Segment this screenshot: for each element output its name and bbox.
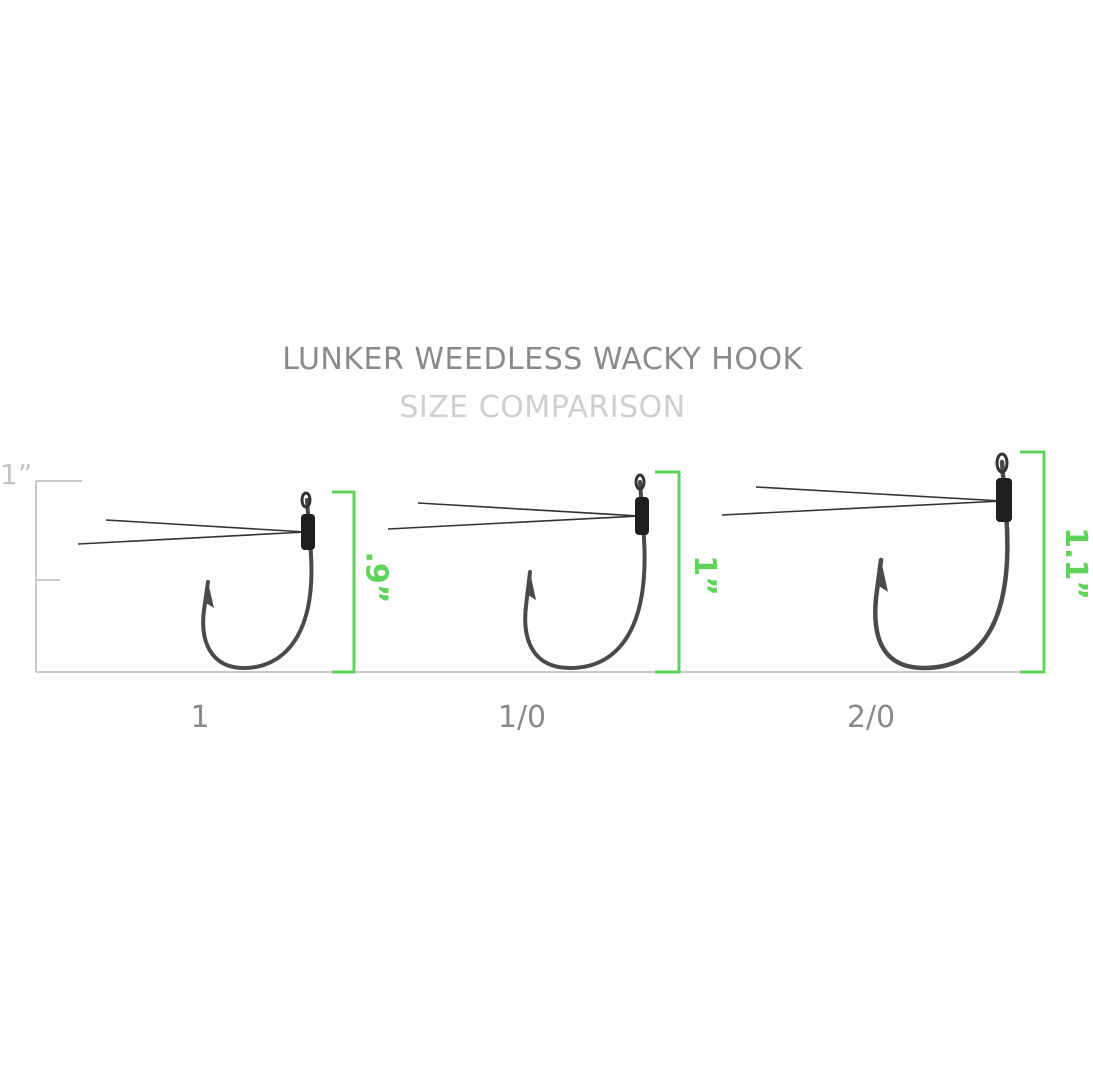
- dimension-label-1: .9”: [358, 551, 394, 604]
- hook-collar: [635, 497, 649, 535]
- hook-wire: [201, 498, 314, 671]
- hook-eye: [300, 491, 312, 509]
- weedguard-wires: [721, 486, 1003, 516]
- dimension-label-1-0: 1”: [686, 555, 722, 596]
- size-label-1: 1: [190, 700, 210, 735]
- dimension-bracket-2-0: [1020, 450, 1046, 674]
- hook-barb: [879, 560, 888, 592]
- hook-wire: [523, 480, 647, 671]
- scale-bracket: [35, 480, 82, 672]
- page-subtitle: SIZE COMPARISON: [399, 390, 686, 425]
- dimension-bracket-1: [332, 490, 356, 674]
- hook-collar: [301, 514, 315, 550]
- hook-size-2-0: [721, 452, 1012, 671]
- hook-size-1-0: [387, 473, 649, 671]
- page-title: LUNKER WEEDLESS WACKY HOOK: [282, 342, 803, 377]
- size-label-1-0: 1/0: [497, 700, 547, 735]
- hook-eye: [634, 473, 646, 491]
- weedguard-wires: [77, 519, 307, 545]
- hook-size-1: [77, 491, 315, 671]
- weedguard-wires: [387, 502, 641, 530]
- hook-collar: [996, 478, 1012, 522]
- dimension-bracket-1-0: [655, 470, 681, 674]
- hook-barb: [206, 582, 214, 608]
- hook-eye: [995, 452, 1009, 474]
- hook-wire: [873, 459, 1010, 671]
- hook-barb: [528, 572, 536, 600]
- size-label-2-0: 2/0: [846, 700, 896, 735]
- dimension-label-2-0: 1.1”: [1057, 527, 1093, 600]
- scale-label: 1”: [0, 458, 33, 491]
